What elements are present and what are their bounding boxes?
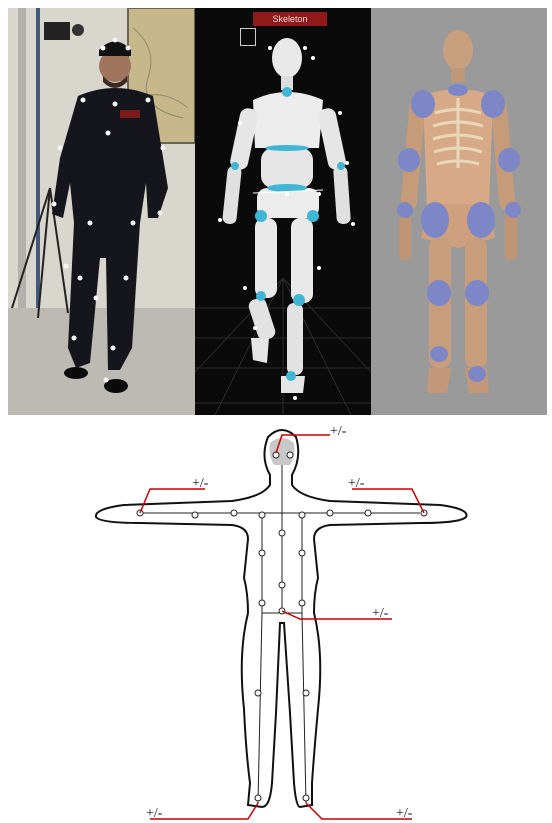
skeleton-title-bar: Skeleton bbox=[253, 12, 327, 26]
skeleton-viewer: Skeleton bbox=[195, 8, 371, 415]
tolerance-label-hip: +/- bbox=[372, 606, 389, 621]
tolerance-label-right-hand: +/- bbox=[348, 476, 365, 491]
skeleton-mannequin bbox=[195, 8, 371, 415]
mocap-actor-photo bbox=[8, 8, 195, 415]
body-outline-diagram: +/- +/- +/- +/- +/- +/- bbox=[0, 413, 552, 823]
head-highlight bbox=[270, 438, 295, 465]
tolerance-label-head: +/- bbox=[330, 424, 347, 439]
anatomy-model-figure bbox=[371, 8, 547, 415]
skeleton-tool-icon bbox=[240, 28, 256, 46]
body-silhouette bbox=[96, 430, 467, 807]
anatomy-model-panel bbox=[371, 8, 547, 415]
mocap-actor-illustration bbox=[8, 8, 195, 415]
tolerance-label-left-hand: +/- bbox=[192, 476, 209, 491]
tolerance-label-left-foot: +/- bbox=[146, 806, 163, 821]
tolerance-label-right-foot: +/- bbox=[396, 806, 413, 821]
